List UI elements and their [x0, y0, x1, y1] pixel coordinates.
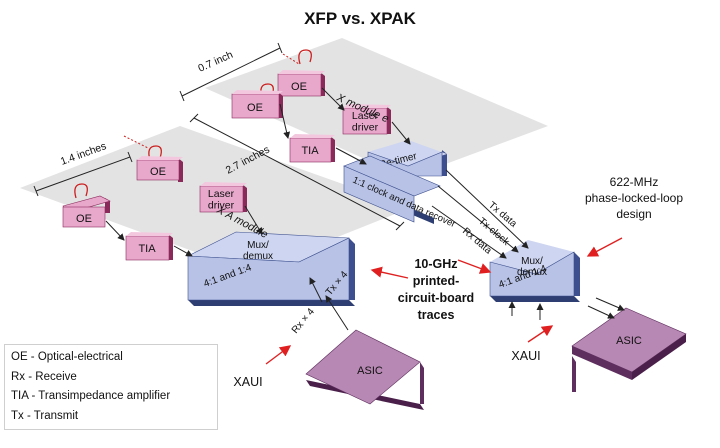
xfp-width-dim-label: 0.7 inch	[196, 49, 235, 75]
xfp-xaui-label: XAUI	[511, 349, 540, 363]
xpak-laser-label-line-2: driver	[208, 200, 235, 212]
xpak-oe-top-box: OE	[136, 156, 183, 182]
xpak-fiber-rx-icon	[74, 183, 88, 199]
xpak-oe-box: OE	[62, 195, 111, 228]
xpak-mux-demux-box: Mux/demux 4:1 and 1:4	[186, 231, 355, 306]
xpak-oe-label: OE	[76, 213, 92, 225]
xfp-laser-label-line-2: driver	[352, 122, 379, 134]
pll-callout-line2: phase-locked-loop	[585, 191, 683, 205]
callout-arrows	[265, 237, 623, 365]
xfp-tia-label: TIA	[301, 145, 319, 157]
fiber-connectors	[74, 49, 312, 199]
xpak-fiber-tx-icon	[148, 145, 162, 161]
legend-item-tx: Tx - Transmit	[11, 409, 79, 422]
legend-item-tia: TIA - Transimpedance amplifier	[11, 390, 171, 402]
legend-item-rx: Rx - Receive	[11, 370, 77, 383]
xfp-asic-label: ASIC	[616, 335, 642, 347]
xpak-mux-label-line-1: Mux/	[247, 240, 269, 251]
xfp-oe-bottom-box: OE	[231, 90, 283, 119]
xfp-tia-box: TIA	[289, 134, 335, 163]
xpak-tia-box: TIA	[125, 232, 173, 261]
pcb-callout-line3: circuit-board	[398, 291, 474, 305]
xpak-asic-box: ASIC	[305, 329, 424, 410]
xfp-laser-label-line-1: Laser	[352, 110, 379, 122]
diagram-title: XFP vs. XPAK	[304, 9, 417, 28]
xpak-laser-label-line-1: Laser	[208, 188, 235, 200]
xfp-oe-bottom-label: OE	[247, 102, 263, 114]
xpak-oe-top-label: OE	[150, 166, 166, 178]
xfp-oe-top-box: OE	[277, 70, 325, 97]
length-dim-line	[193, 117, 401, 227]
xfp-width-dim-line	[181, 47, 281, 97]
xpak-asic-label: ASIC	[357, 365, 383, 377]
pll-callout-line1: 622-MHz	[610, 175, 659, 189]
xfp-oe-top-label: OE	[291, 81, 307, 93]
legend: OE - Optical-electrical Rx - Receive TIA…	[4, 344, 218, 430]
xfp-serial-lines	[431, 169, 529, 259]
xfp-mux-label-line-2: demux	[517, 267, 547, 278]
xpak-mux-label: Mux/demux	[243, 240, 273, 262]
pcb-callout-line4: traces	[418, 308, 455, 322]
xfp-mux-label: Mux/demux	[517, 256, 547, 278]
xpak-mux-label-line-2: demux	[243, 251, 273, 262]
xpak-xaui-label: XAUI	[233, 375, 262, 389]
xfp-asic-box: ASIC	[571, 307, 687, 392]
pcb-callout-line1: 10-GHz	[414, 257, 457, 271]
xfp-fiber-tx-icon	[298, 49, 312, 65]
pll-callout-line3: design	[616, 207, 651, 221]
pcb-callout-line2: printed-	[413, 274, 460, 288]
xfp-mux-demux-box: Mux/demux 4:1 and 1:4	[489, 240, 580, 302]
xpak-tia-label: TIA	[138, 243, 156, 255]
xpak-rx-lanes-label: Rx × 4	[290, 306, 317, 336]
signal-arrows	[105, 87, 625, 331]
legend-item-oe: OE - Optical-electrical	[11, 351, 123, 363]
xfp-mux-label-line-1: Mux/	[521, 256, 543, 267]
xpak-width-dim-line	[35, 156, 131, 192]
